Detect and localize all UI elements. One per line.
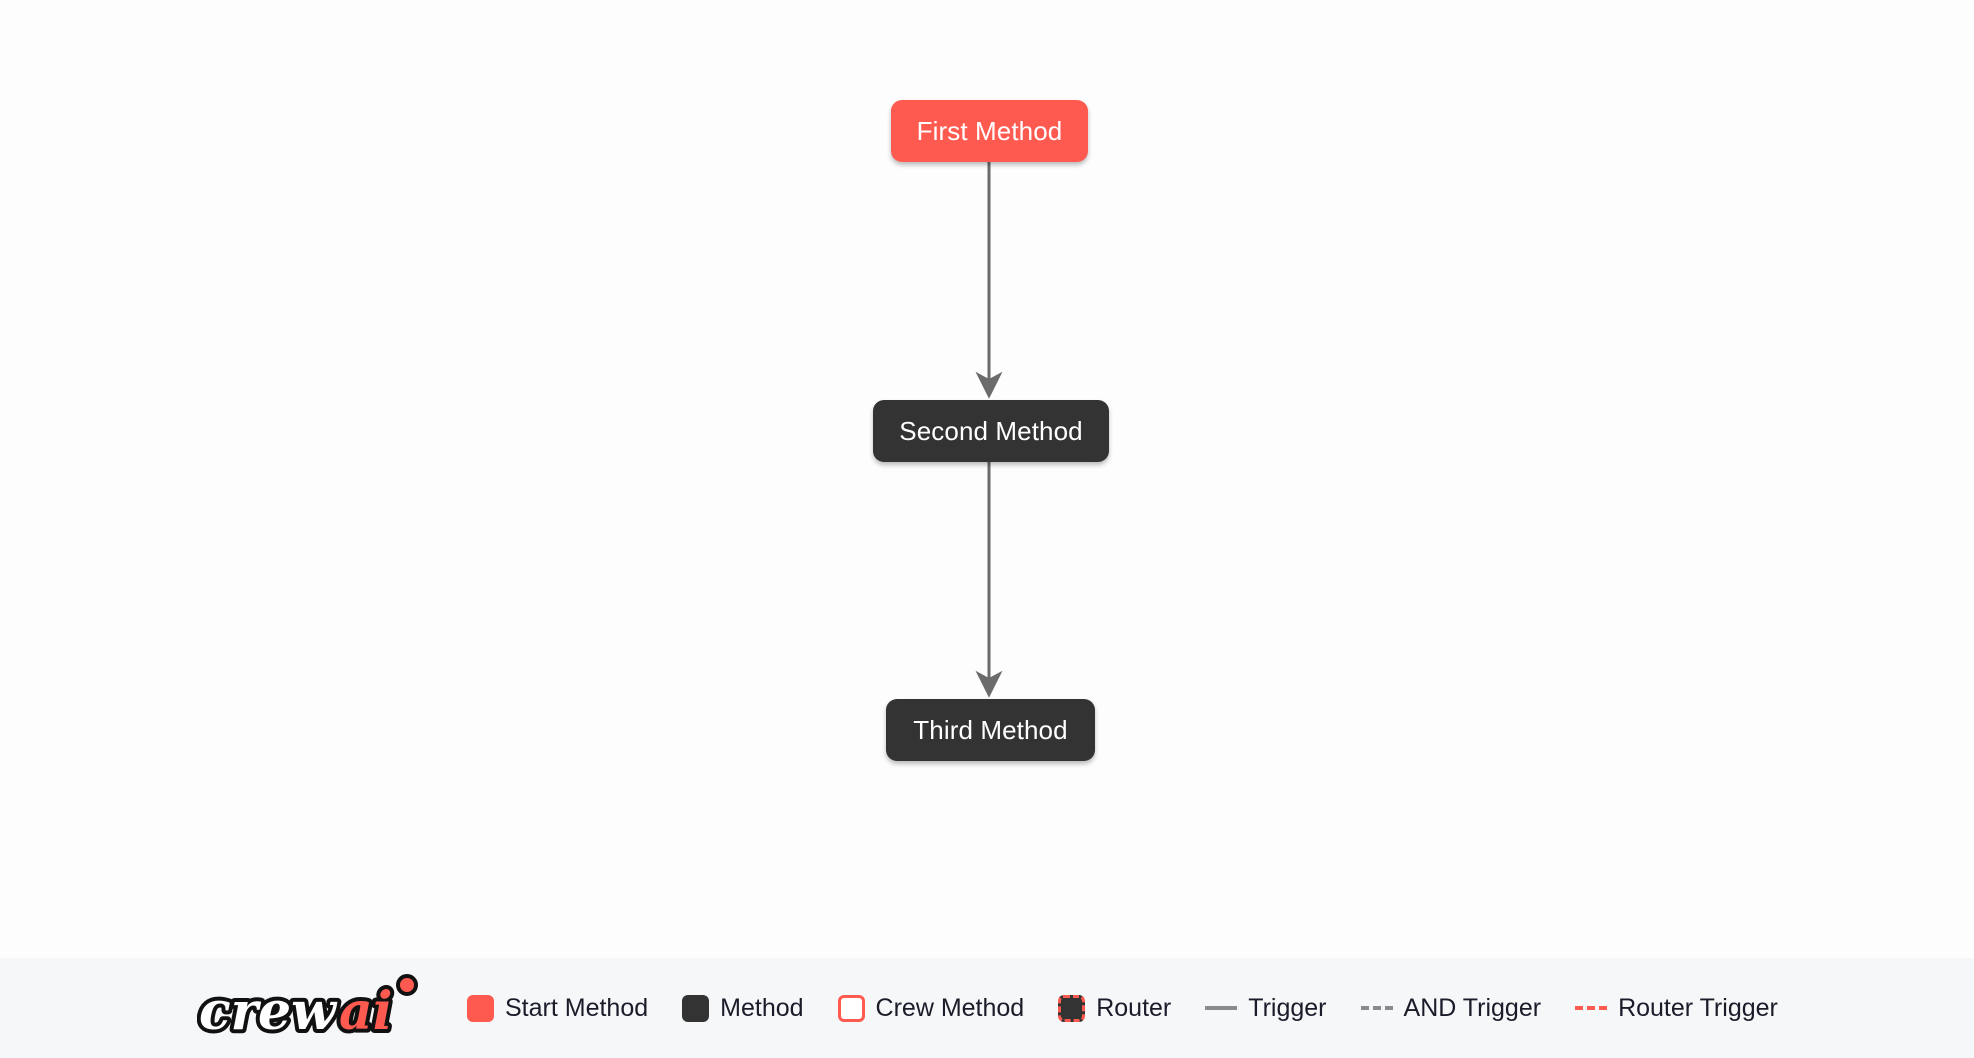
crewai-logo-mark: crew ai (197, 974, 418, 1045)
legend-item-label: Router (1096, 993, 1172, 1022)
start-method-swatch-icon (467, 994, 494, 1022)
legend-item-and-trigger[interactable]: AND Trigger (1360, 993, 1542, 1022)
legend-items: Start Method Method Crew Method Router T… (467, 993, 1778, 1022)
flow-node-label: Third Method (913, 714, 1068, 745)
legend-item-label: Router Trigger (1618, 993, 1778, 1022)
legend-item-label: Method (720, 993, 804, 1022)
flow-node-second-method[interactable]: Second Method (873, 400, 1109, 462)
crewai-logo-ai: ai (339, 981, 392, 1042)
legend-item-label: Crew Method (875, 993, 1025, 1022)
legend-item-start-method[interactable]: Start Method (467, 993, 649, 1022)
legend-bar: crew ai Start Method Method Crew Method … (0, 958, 1974, 1058)
legend-item-method[interactable]: Method (682, 993, 804, 1022)
legend-item-crew-method[interactable]: Crew Method (837, 993, 1025, 1022)
method-swatch-icon (682, 994, 710, 1022)
flow-node-label: First Method (916, 115, 1063, 146)
flow-node-third-method[interactable]: Third Method (886, 699, 1095, 761)
router-swatch-icon (1058, 994, 1086, 1022)
legend-item-label: Start Method (505, 993, 649, 1022)
crew-method-swatch-icon (837, 994, 865, 1022)
router-trigger-line-icon (1575, 1006, 1608, 1010)
crewai-logo: crew ai (197, 971, 425, 1045)
and-trigger-line-icon (1360, 1006, 1393, 1010)
flow-node-label: Second Method (899, 415, 1083, 446)
flow-node-first-method[interactable]: First Method (891, 100, 1088, 162)
legend-item-trigger[interactable]: Trigger (1205, 993, 1327, 1022)
legend-item-label: AND Trigger (1403, 993, 1542, 1022)
legend-item-label: Trigger (1248, 993, 1327, 1022)
legend-item-router-trigger[interactable]: Router Trigger (1575, 993, 1778, 1022)
crewai-logo-crew: crew (199, 981, 338, 1042)
crewai-logo-dot (396, 974, 418, 996)
flow-canvas[interactable]: First Method Second Method Third Method (0, 0, 1974, 958)
legend-item-router[interactable]: Router (1058, 993, 1172, 1022)
trigger-line-icon (1205, 1006, 1238, 1010)
